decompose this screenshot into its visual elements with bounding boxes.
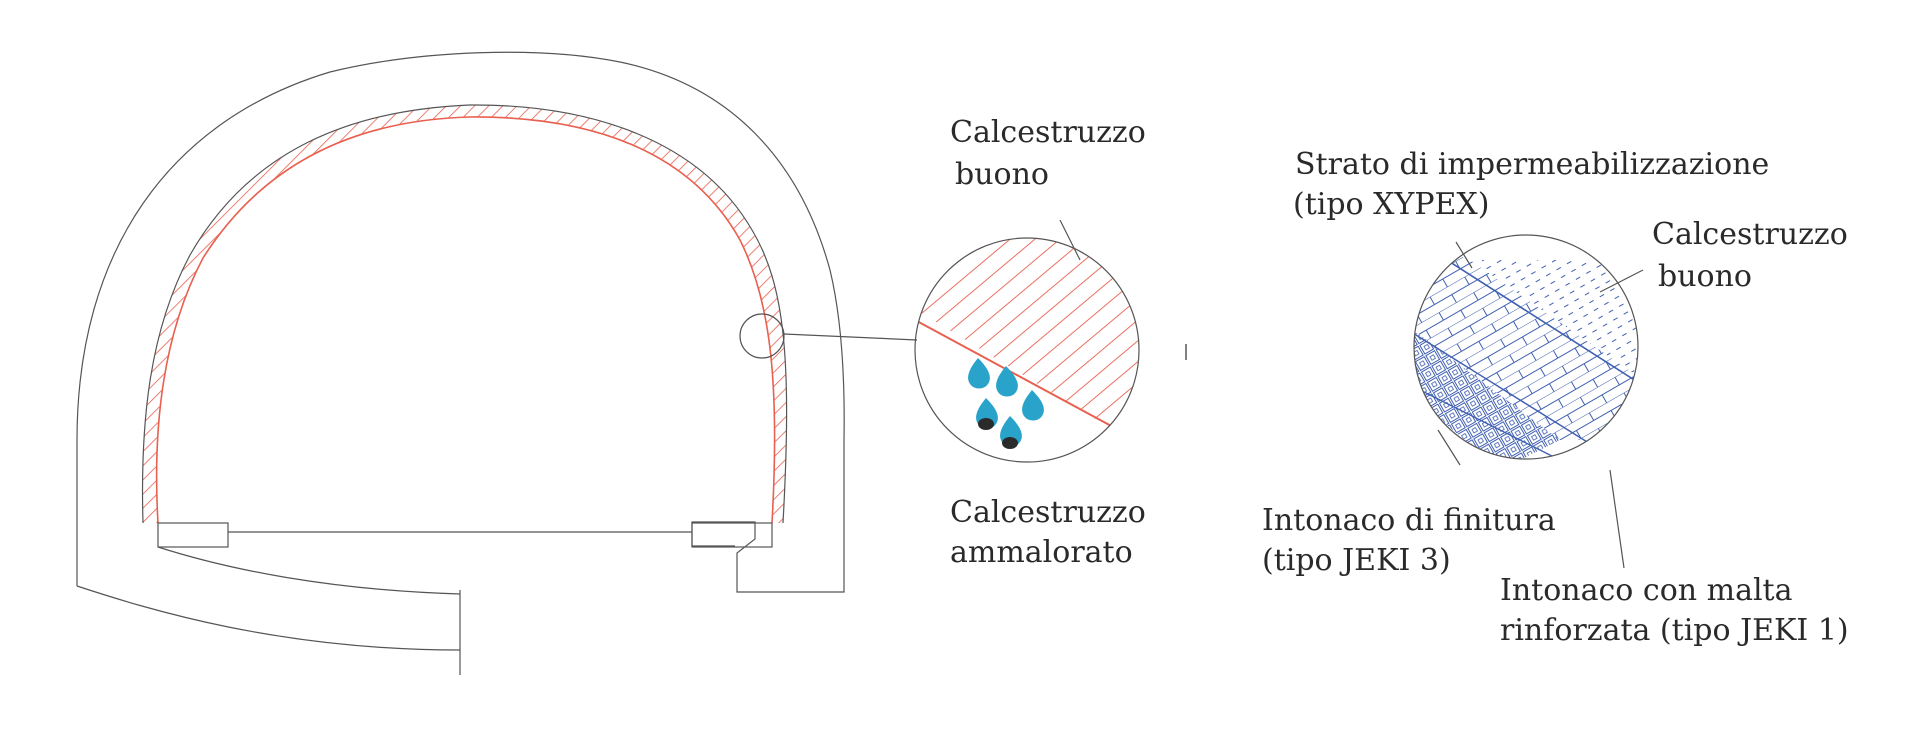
tunnel-lining-hatch	[142, 104, 787, 524]
leader-waterproofing	[1455, 241, 1473, 269]
tunnel-detail-marker	[739, 313, 785, 359]
layer-boundary-3	[1414, 379, 1581, 459]
tunnel-lining-outer-edge	[141, 104, 788, 524]
label-good-concrete-left-line1: Calcestruzzo	[950, 115, 1146, 150]
label-reinforced-mortar-line1: Intonaco con malta	[1500, 573, 1793, 608]
label-finish-plaster-line2: (tipo JEKI 3)	[1262, 543, 1451, 578]
detail-repair-layers: Strato di impermeabilizzazione (tipo XYP…	[1262, 147, 1849, 648]
right-sidewalk	[691, 522, 773, 548]
leader-good-right	[1599, 269, 1644, 293]
layer-reinforced-mortar	[1414, 325, 1560, 459]
label-waterproofing-line1: Strato di impermeabilizzazione	[1295, 147, 1769, 182]
detail-leader-line	[783, 333, 918, 341]
water-drop-icon	[968, 358, 990, 389]
detail-circle-right	[1413, 234, 1639, 460]
layer-waterproofing	[1414, 235, 1638, 440]
detail-circle-left	[914, 237, 1140, 463]
label-damaged-concrete-line2: ammalorato	[950, 535, 1133, 570]
water-drop-icon	[996, 366, 1018, 397]
dark-drop-base	[978, 418, 994, 430]
good-concrete-hatch	[915, 238, 1139, 445]
label-good-concrete-right-line2: buono	[1658, 259, 1752, 294]
leader-finish	[1437, 429, 1461, 466]
water-drops	[968, 358, 1044, 449]
label-finish-plaster-line1: Intonaco di finitura	[1262, 503, 1556, 538]
leader-mortar	[1609, 469, 1625, 569]
water-drop-icon	[1022, 390, 1044, 421]
detail-damaged-concrete: Calcestruzzo buono Calcestruzzo ammalora…	[914, 115, 1146, 570]
label-good-concrete-left-line2: buono	[955, 157, 1049, 192]
label-damaged-concrete-line1: Calcestruzzo	[950, 495, 1146, 530]
layer-boundary-2	[1414, 324, 1601, 451]
tunnel-outer-outline	[76, 51, 845, 593]
dark-drop-base	[1002, 437, 1018, 449]
tunnel-lining-inner-edge	[155, 116, 776, 524]
label-leader-good-left	[1059, 219, 1081, 261]
label-reinforced-mortar-line2: rinforzata (tipo JEKI 1)	[1500, 613, 1849, 648]
label-waterproofing-line2: (tipo XYPEX)	[1293, 187, 1489, 222]
tunnel-invert-lower	[76, 585, 461, 651]
left-sidewalk	[157, 522, 229, 548]
tunnel-section	[76, 51, 918, 675]
tunnel-invert-upper	[157, 546, 461, 595]
damage-boundary-line	[915, 319, 1116, 429]
label-good-concrete-right-line1: Calcestruzzo	[1652, 217, 1848, 252]
